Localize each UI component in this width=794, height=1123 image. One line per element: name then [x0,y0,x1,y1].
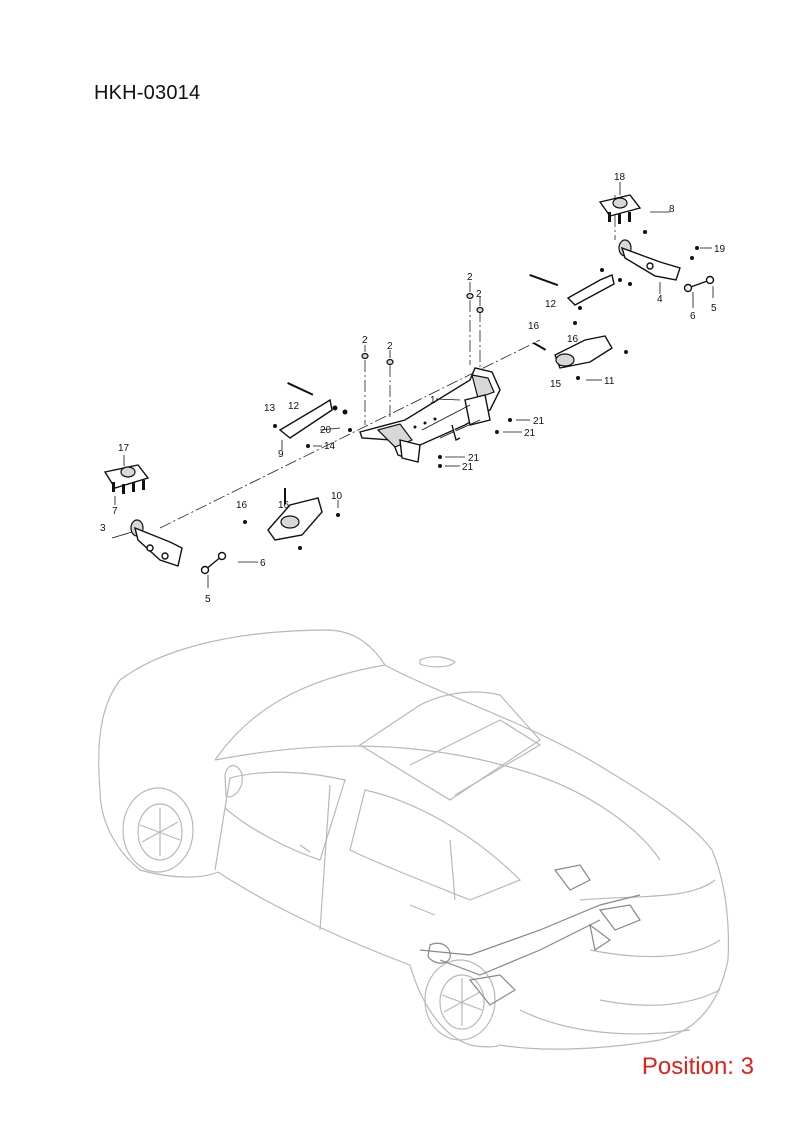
callout-21: 21 [462,462,474,473]
callout-4: 4 [657,294,663,305]
callout-13: 13 [264,403,276,414]
callout-6: 6 [260,558,266,569]
callout-17: 17 [118,443,130,454]
callout-12: 12 [288,401,300,412]
right-lower-arm-4 [618,230,699,281]
callout-21: 21 [533,416,545,427]
leader-lines [114,182,714,563]
bolts-part-21 [438,418,512,468]
callout-3: 3 [100,523,106,534]
callout-2: 2 [476,289,482,300]
callout-14: 14 [324,441,336,452]
callout-19: 19 [714,244,726,255]
callout-15: 15 [550,379,562,390]
washers-part-2 [361,292,484,366]
callout-2: 2 [467,272,473,283]
callout-16: 16 [236,500,248,511]
left-mount-bracket-17 [103,464,150,494]
callout-5: 5 [205,594,211,605]
callout-7: 7 [112,506,118,517]
document-code: HKH-03014 [94,82,201,104]
callout-labels: 1 2 2 2 2 3 4 5 5 6 6 7 8 9 10 11 12 12 … [100,172,726,605]
left-lower-arm-3 [111,519,183,567]
right-spring-arm-15 [533,321,628,380]
right-link-5 [683,275,715,293]
callout-11: 11 [604,376,615,387]
left-spring-arm-16 [243,488,340,550]
car-outline-illustration [98,629,729,1050]
left-upper-arm-12 [273,382,352,448]
callout-16: 16 [278,500,290,511]
left-link-5 [200,551,227,588]
callout-8: 8 [669,204,675,215]
callout-5: 5 [711,303,717,314]
callout-18: 18 [614,172,626,183]
callout-16: 16 [567,334,579,345]
right-upper-arm-12 [529,268,632,310]
callout-12: 12 [545,299,557,310]
callout-20: 20 [320,425,332,436]
callout-2: 2 [362,335,368,346]
position-label: Position: 3 [641,1053,754,1080]
callout-21: 21 [524,428,536,439]
callout-10: 10 [331,491,343,502]
callout-21: 21 [468,453,480,464]
callout-6: 6 [690,311,696,322]
subframe-part-1 [359,367,501,463]
callout-16: 16 [528,321,540,332]
callout-9: 9 [278,449,284,460]
callout-1: 1 [430,395,436,406]
right-mount-bracket-18 [598,194,642,224]
callout-2: 2 [387,341,393,352]
